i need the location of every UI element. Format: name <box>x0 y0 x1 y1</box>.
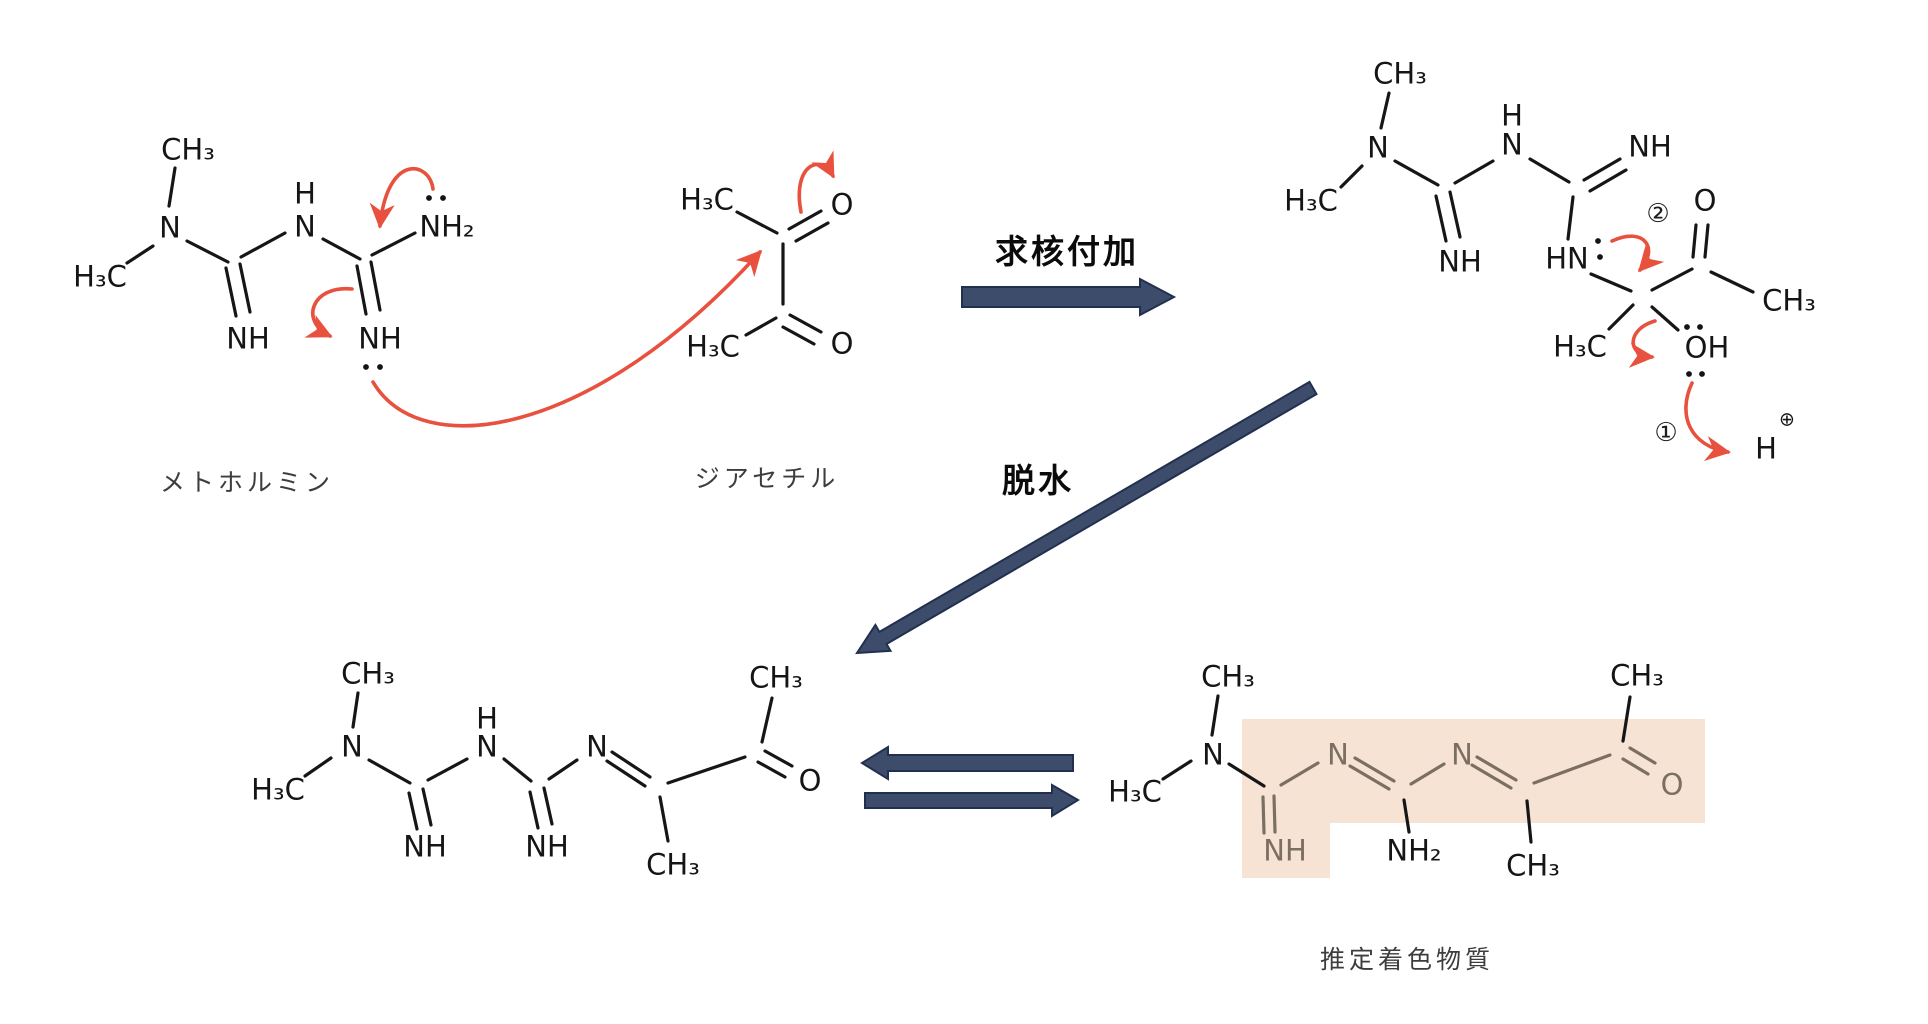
equilibrium-arrow-left <box>860 745 1074 781</box>
atom-ch3: CH₃ <box>1762 283 1816 318</box>
atom-h: H <box>294 176 316 211</box>
diacetyl-label: ジアセチル <box>694 464 840 493</box>
atom-h3c: H₃C <box>1108 774 1162 809</box>
curved-arrow-nh2-to-carbon <box>369 167 435 229</box>
curved-arrow-imine-to-nh <box>304 287 354 338</box>
reaction-arrows <box>855 277 1318 818</box>
atom-nh: NH <box>226 321 270 356</box>
intermediate-bonds <box>1339 91 1755 332</box>
atom-n: N <box>586 729 608 764</box>
block-arrow-dehydration <box>855 380 1318 655</box>
curved-arrow-nh-to-carbonyl <box>371 249 762 428</box>
step1-marker: ① <box>1654 418 1678 448</box>
atom-ch3: CH₃ <box>1506 848 1560 883</box>
curved-arrow-oh-to-proton <box>1684 381 1731 461</box>
atom-ch3: CH₃ <box>1610 658 1664 693</box>
block-arrow-nucleophilic-addition <box>961 277 1177 317</box>
atom-nh2: NH₂ <box>419 209 475 244</box>
metformin-label: メトホルミン <box>159 468 335 497</box>
atom-ch3: CH₃ <box>341 656 395 691</box>
atom-nh: NH <box>1263 833 1307 868</box>
atom-nh: NH <box>358 321 402 356</box>
nucleophilic-addition-label: 求核付加 <box>995 232 1139 271</box>
highlight-region <box>1242 719 1705 878</box>
atom-nh: NH <box>1438 244 1482 279</box>
atom-n: N <box>476 729 498 764</box>
step2-marker: ② <box>1646 199 1670 229</box>
atom-n: N <box>1367 130 1389 165</box>
atom-h3c: H₃C <box>1553 329 1607 364</box>
condensation-product-bonds <box>303 691 794 843</box>
atom-ch3: CH₃ <box>646 847 700 882</box>
atom-o: O <box>1660 767 1684 802</box>
atom-h3c: H₃C <box>680 182 734 217</box>
curved-arrow-hn-to-carbon <box>1610 234 1665 273</box>
atom-n: N <box>159 210 181 245</box>
proton-label: H <box>1755 431 1777 466</box>
atom-n: N <box>1501 127 1523 162</box>
atom-h3c: H₃C <box>73 259 127 294</box>
atom-ch3: CH₃ <box>1201 659 1255 694</box>
atom-nh: NH <box>1628 129 1672 164</box>
colored-substance-label: 推定着色物質 <box>1319 945 1495 974</box>
electron-pushing-arrows <box>304 150 1731 461</box>
atom-o: O <box>830 187 854 222</box>
atom-hn: HN <box>1545 241 1589 276</box>
atom-n: N <box>1451 737 1473 772</box>
atom-h3c: H₃C <box>251 772 305 807</box>
atom-o: O <box>798 763 822 798</box>
atom-h3c: H₃C <box>1284 183 1338 218</box>
colored-substance-bonds <box>1161 694 1657 844</box>
atom-ch3: CH₃ <box>1373 56 1427 91</box>
atom-ch3: CH₃ <box>749 660 803 695</box>
atom-ch3: CH₃ <box>161 132 215 167</box>
curved-arrow-co-to-oxygen <box>797 150 835 214</box>
atom-n: N <box>1202 737 1224 772</box>
curved-arrow-bond-to-oh <box>1628 319 1657 368</box>
metformin-bonds <box>125 166 417 318</box>
atom-oh: OH <box>1684 330 1730 365</box>
atom-n: N <box>341 729 363 764</box>
atom-h: H <box>1501 98 1523 133</box>
lone-pair-dots <box>363 195 1705 377</box>
dehydration-label: 脱水 <box>1002 461 1074 500</box>
atom-o: O <box>830 326 854 361</box>
diacetyl-bonds <box>735 209 830 346</box>
plus-charge-icon: ⊕ <box>1779 408 1795 431</box>
atom-nh2: NH₂ <box>1386 833 1442 868</box>
atom-o: O <box>1693 183 1717 218</box>
equilibrium-arrow-right <box>864 783 1080 818</box>
atom-n: N <box>1327 737 1349 772</box>
atom-h: H <box>476 701 498 736</box>
atom-h3c: H₃C <box>686 329 740 364</box>
atom-n: N <box>294 209 316 244</box>
atom-nh: NH <box>403 829 447 864</box>
atom-nh: NH <box>525 829 569 864</box>
